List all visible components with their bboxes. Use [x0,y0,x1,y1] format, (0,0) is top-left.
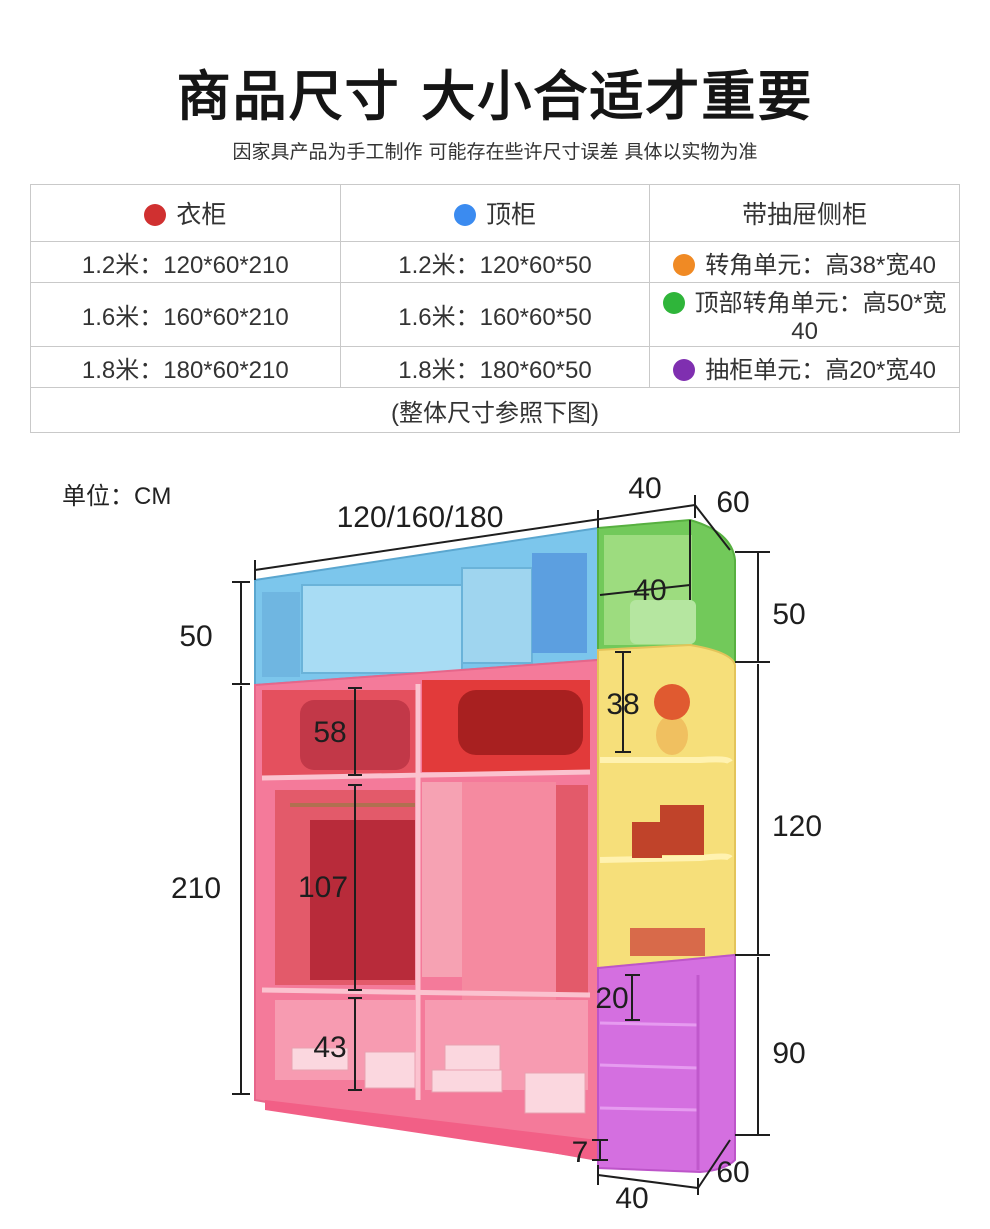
side-size-cell: 转角单元：高38*宽40 [649,241,960,283]
right-low-height-label: 90 [772,1037,805,1070]
shelf-height-label: 58 [313,716,346,749]
right-mid-height-label: 120 [772,810,822,843]
side-size-text: 转角单元：高38*宽40 [705,251,937,279]
column-header-top-cabinet: 顶柜 [339,184,651,242]
page-subtitle: 因家具产品为手工制作 可能存在些许尺寸误差 具体以实物为准 [232,141,758,163]
hanging-height-label: 107 [298,871,348,904]
table-row: 1.8米：180*60*210 1.8米：180*60*50 抽柜单元：高20*… [30,346,960,388]
table-footer-note: (整体尺寸参照下图) [30,387,960,433]
side-size-text: 顶部转角单元：高50*宽40 [694,290,947,345]
drawer-height-label: 20 [595,982,628,1015]
unit-label: 单位：CM [62,483,172,510]
green-dot-icon [662,292,685,314]
corner-top-width-label: 40 [633,574,666,607]
wardrobe-height-label: 210 [171,872,221,905]
side-width-dimension-label: 40 [628,472,661,505]
column-label: 顶柜 [485,201,536,229]
orange-dot-icon [673,253,696,276]
width-dimension-label: 120/160/180 [337,501,504,534]
side-size-cell: 抽柜单元：高20*宽40 [649,346,960,388]
bottom-height-label: 43 [313,1031,346,1064]
wardrobe-size-cell: 1.2米：120*60*210 [30,241,341,283]
wardrobe-size-cell: 1.8米：180*60*210 [30,346,341,388]
side-size-text: 抽柜单元：高20*宽40 [705,356,937,384]
table-header-row: 衣柜 顶柜 带抽屉侧柜 [30,184,960,242]
bottom-width-label: 40 [615,1182,648,1215]
corner-height-label: 38 [606,688,639,721]
side-cabinet [597,518,736,1174]
side-size-cell: 顶部转角单元：高50*宽40 [649,282,960,347]
size-table: 衣柜 顶柜 带抽屉侧柜 1.2米：120*60*210 1.2米：120*60*… [30,184,960,433]
right-top-height-label: 50 [772,598,805,631]
wardrobe-diagram: 120/160/180 40 60 50 40 38 58 107 43 20 … [171,472,822,1215]
table-footer-row: (整体尺寸参照下图) [30,387,960,433]
wardrobe-body [254,658,599,1162]
wardrobe-size-cell: 1.6米：160*60*210 [30,282,341,347]
column-header-wardrobe: 衣柜 [30,184,341,242]
top-cabinet [254,526,599,687]
dimension-lines [232,495,770,1195]
table-row: 1.2米：120*60*210 1.2米：120*60*50 转角单元：高38*… [30,241,960,283]
blue-dot-icon [453,204,476,226]
column-label: 带抽屉侧柜 [742,201,868,229]
top-size-cell: 1.6米：160*60*50 [339,282,651,347]
column-label: 衣柜 [176,201,227,229]
top-size-cell: 1.8米：180*60*50 [339,346,651,388]
purple-dot-icon [673,358,696,381]
top-size-cell: 1.2米：120*60*50 [339,241,651,283]
bottom-depth-label: 60 [716,1156,749,1189]
base-height-label: 7 [572,1136,589,1169]
top-height-dimension-label: 50 [179,620,212,653]
table-row: 1.6米：160*60*210 1.6米：160*60*50 顶部转角单元：高5… [30,282,960,347]
red-dot-icon [144,204,167,226]
top-depth-dimension-label: 60 [716,486,749,519]
page-title: 商品尺寸 大小合适才重要 [176,65,814,128]
column-header-side-cabinet: 带抽屉侧柜 [649,184,960,242]
